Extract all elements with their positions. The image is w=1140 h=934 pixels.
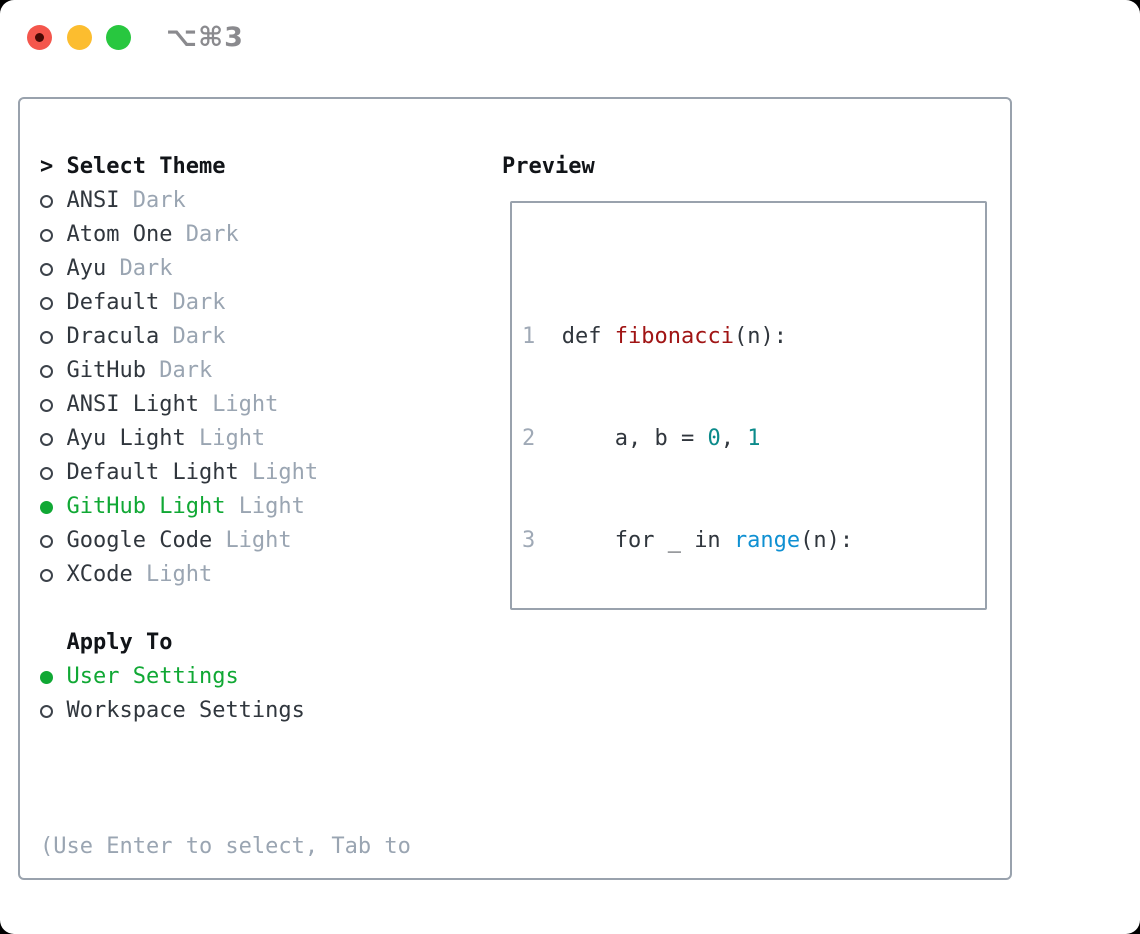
radio-icon	[40, 466, 53, 480]
radio-selected-icon	[40, 670, 53, 684]
radio-icon	[40, 194, 53, 208]
apply-to-header: Apply To	[40, 626, 305, 660]
preview-pane: 1 def fibonacci(n): 2 a, b = 0, 1 3 for …	[510, 201, 987, 610]
apply-to-title: Apply To	[66, 630, 173, 655]
window-titlebar: ⌥⌘3	[0, 0, 1140, 75]
radio-icon	[40, 228, 53, 242]
preview-title: Preview	[502, 154, 595, 179]
prompt-icon: >	[40, 154, 54, 179]
radio-icon	[40, 296, 53, 310]
radio-icon	[40, 330, 53, 344]
code-line: 2 a, b = 0, 1	[522, 426, 761, 451]
minimize-button[interactable]	[67, 25, 92, 50]
theme-list-header: > Select Theme	[40, 150, 318, 184]
radio-icon	[40, 568, 53, 582]
code-line: 1 def fibonacci(n):	[522, 324, 787, 349]
radio-selected-icon	[40, 500, 53, 514]
theme-list-title: Select Theme	[66, 154, 226, 179]
close-dot-icon	[35, 33, 44, 42]
radio-icon	[40, 432, 53, 446]
code-line: 3 for _ in range(n):	[522, 528, 854, 553]
close-button[interactable]	[27, 25, 52, 50]
apply-option-user-settings[interactable]: User Settings	[40, 660, 305, 694]
window-shortcut-label: ⌥⌘3	[166, 22, 244, 53]
apply-option-workspace-settings[interactable]: Workspace Settings	[40, 694, 305, 728]
help-text-line: (Use Enter to select, Tab to	[40, 834, 411, 859]
zoom-button[interactable]	[106, 25, 131, 50]
radio-icon	[40, 534, 53, 548]
help-text: (Use Enter to select, Tab to change focu…	[40, 762, 411, 934]
radio-icon	[40, 398, 53, 412]
apply-to-group: Apply To User Settings Workspace Setting…	[40, 626, 305, 728]
radio-icon	[40, 704, 53, 718]
radio-icon	[40, 364, 53, 378]
radio-icon	[40, 262, 53, 276]
